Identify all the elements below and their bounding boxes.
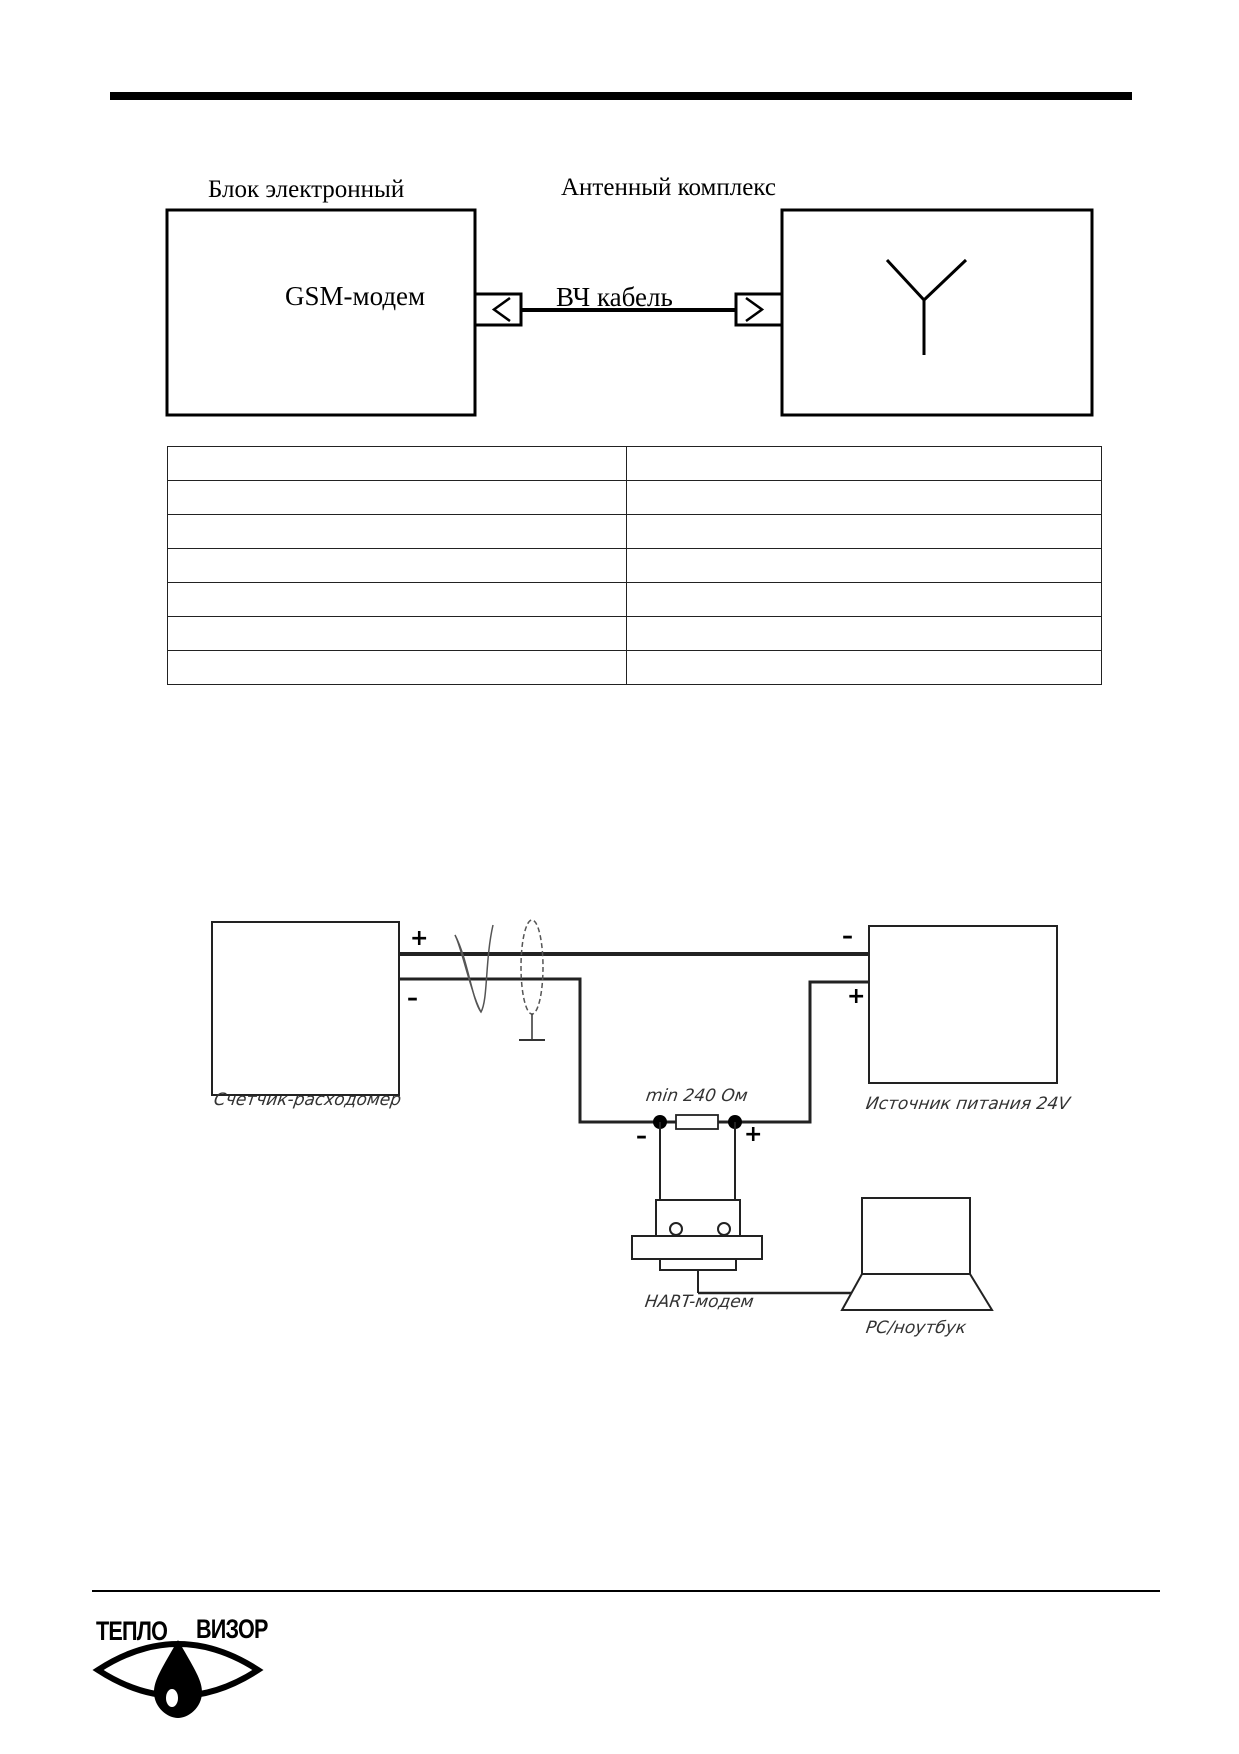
antenna-complex-label: Антенный комплекс [561, 174, 776, 201]
connector-left-symbol [491, 296, 511, 323]
twisted-pair-symbol [454, 924, 494, 1014]
wire-meter-minus [399, 977, 660, 1124]
logo-text-right: ВИЗОР [196, 1614, 268, 1644]
resistor-label: min 240 Ом [644, 1086, 749, 1106]
power-plus-sign: + [847, 984, 866, 1009]
table-row [167, 480, 1102, 515]
connector-left [473, 292, 523, 327]
hart-modem-label: HART-модем [643, 1292, 755, 1312]
table-row [167, 616, 1102, 651]
electronic-block-box [165, 208, 477, 417]
power-minus-sign: – [842, 924, 853, 949]
rf-cable-label: ВЧ кабель [556, 282, 673, 312]
table-row [167, 446, 1102, 481]
wire-power-plus [735, 980, 869, 1124]
table-row [167, 548, 1102, 583]
resistor-minus-sign: – [636, 1124, 647, 1149]
antenna-icon [885, 258, 968, 355]
teplovizor-logo: ТЕПЛО ВИЗОР [92, 1608, 268, 1728]
power-source-label: Источник питания 24V [864, 1094, 1072, 1114]
shield-symbol [520, 919, 544, 1015]
electronic-block-label: Блок электронный [208, 176, 405, 203]
laptop-icon [840, 1197, 994, 1311]
header-rule [110, 92, 1132, 100]
resistor-symbol [675, 1114, 719, 1130]
footer-rule [92, 1590, 1160, 1592]
logo-text-left: ТЕПЛО [96, 1616, 168, 1646]
meter-label: Счетчик-расходомер [212, 1090, 403, 1110]
meter-plus-sign: + [410, 926, 429, 951]
table-row [167, 582, 1102, 617]
connector-right [734, 292, 784, 327]
pc-label: PC/ноутбук [864, 1318, 968, 1338]
table-row [167, 650, 1102, 685]
meter-minus-sign: – [407, 986, 418, 1011]
resistor-plus-sign: + [744, 1122, 763, 1147]
power-source-box [868, 925, 1058, 1084]
blank-table [167, 446, 1102, 685]
antenna-box [780, 208, 1094, 417]
meter-box [211, 921, 400, 1096]
hart-modem-icon [631, 1199, 763, 1271]
gsm-modem-label: GSM-модем [285, 281, 426, 311]
connector-right-symbol [745, 296, 765, 323]
table-row [167, 514, 1102, 549]
